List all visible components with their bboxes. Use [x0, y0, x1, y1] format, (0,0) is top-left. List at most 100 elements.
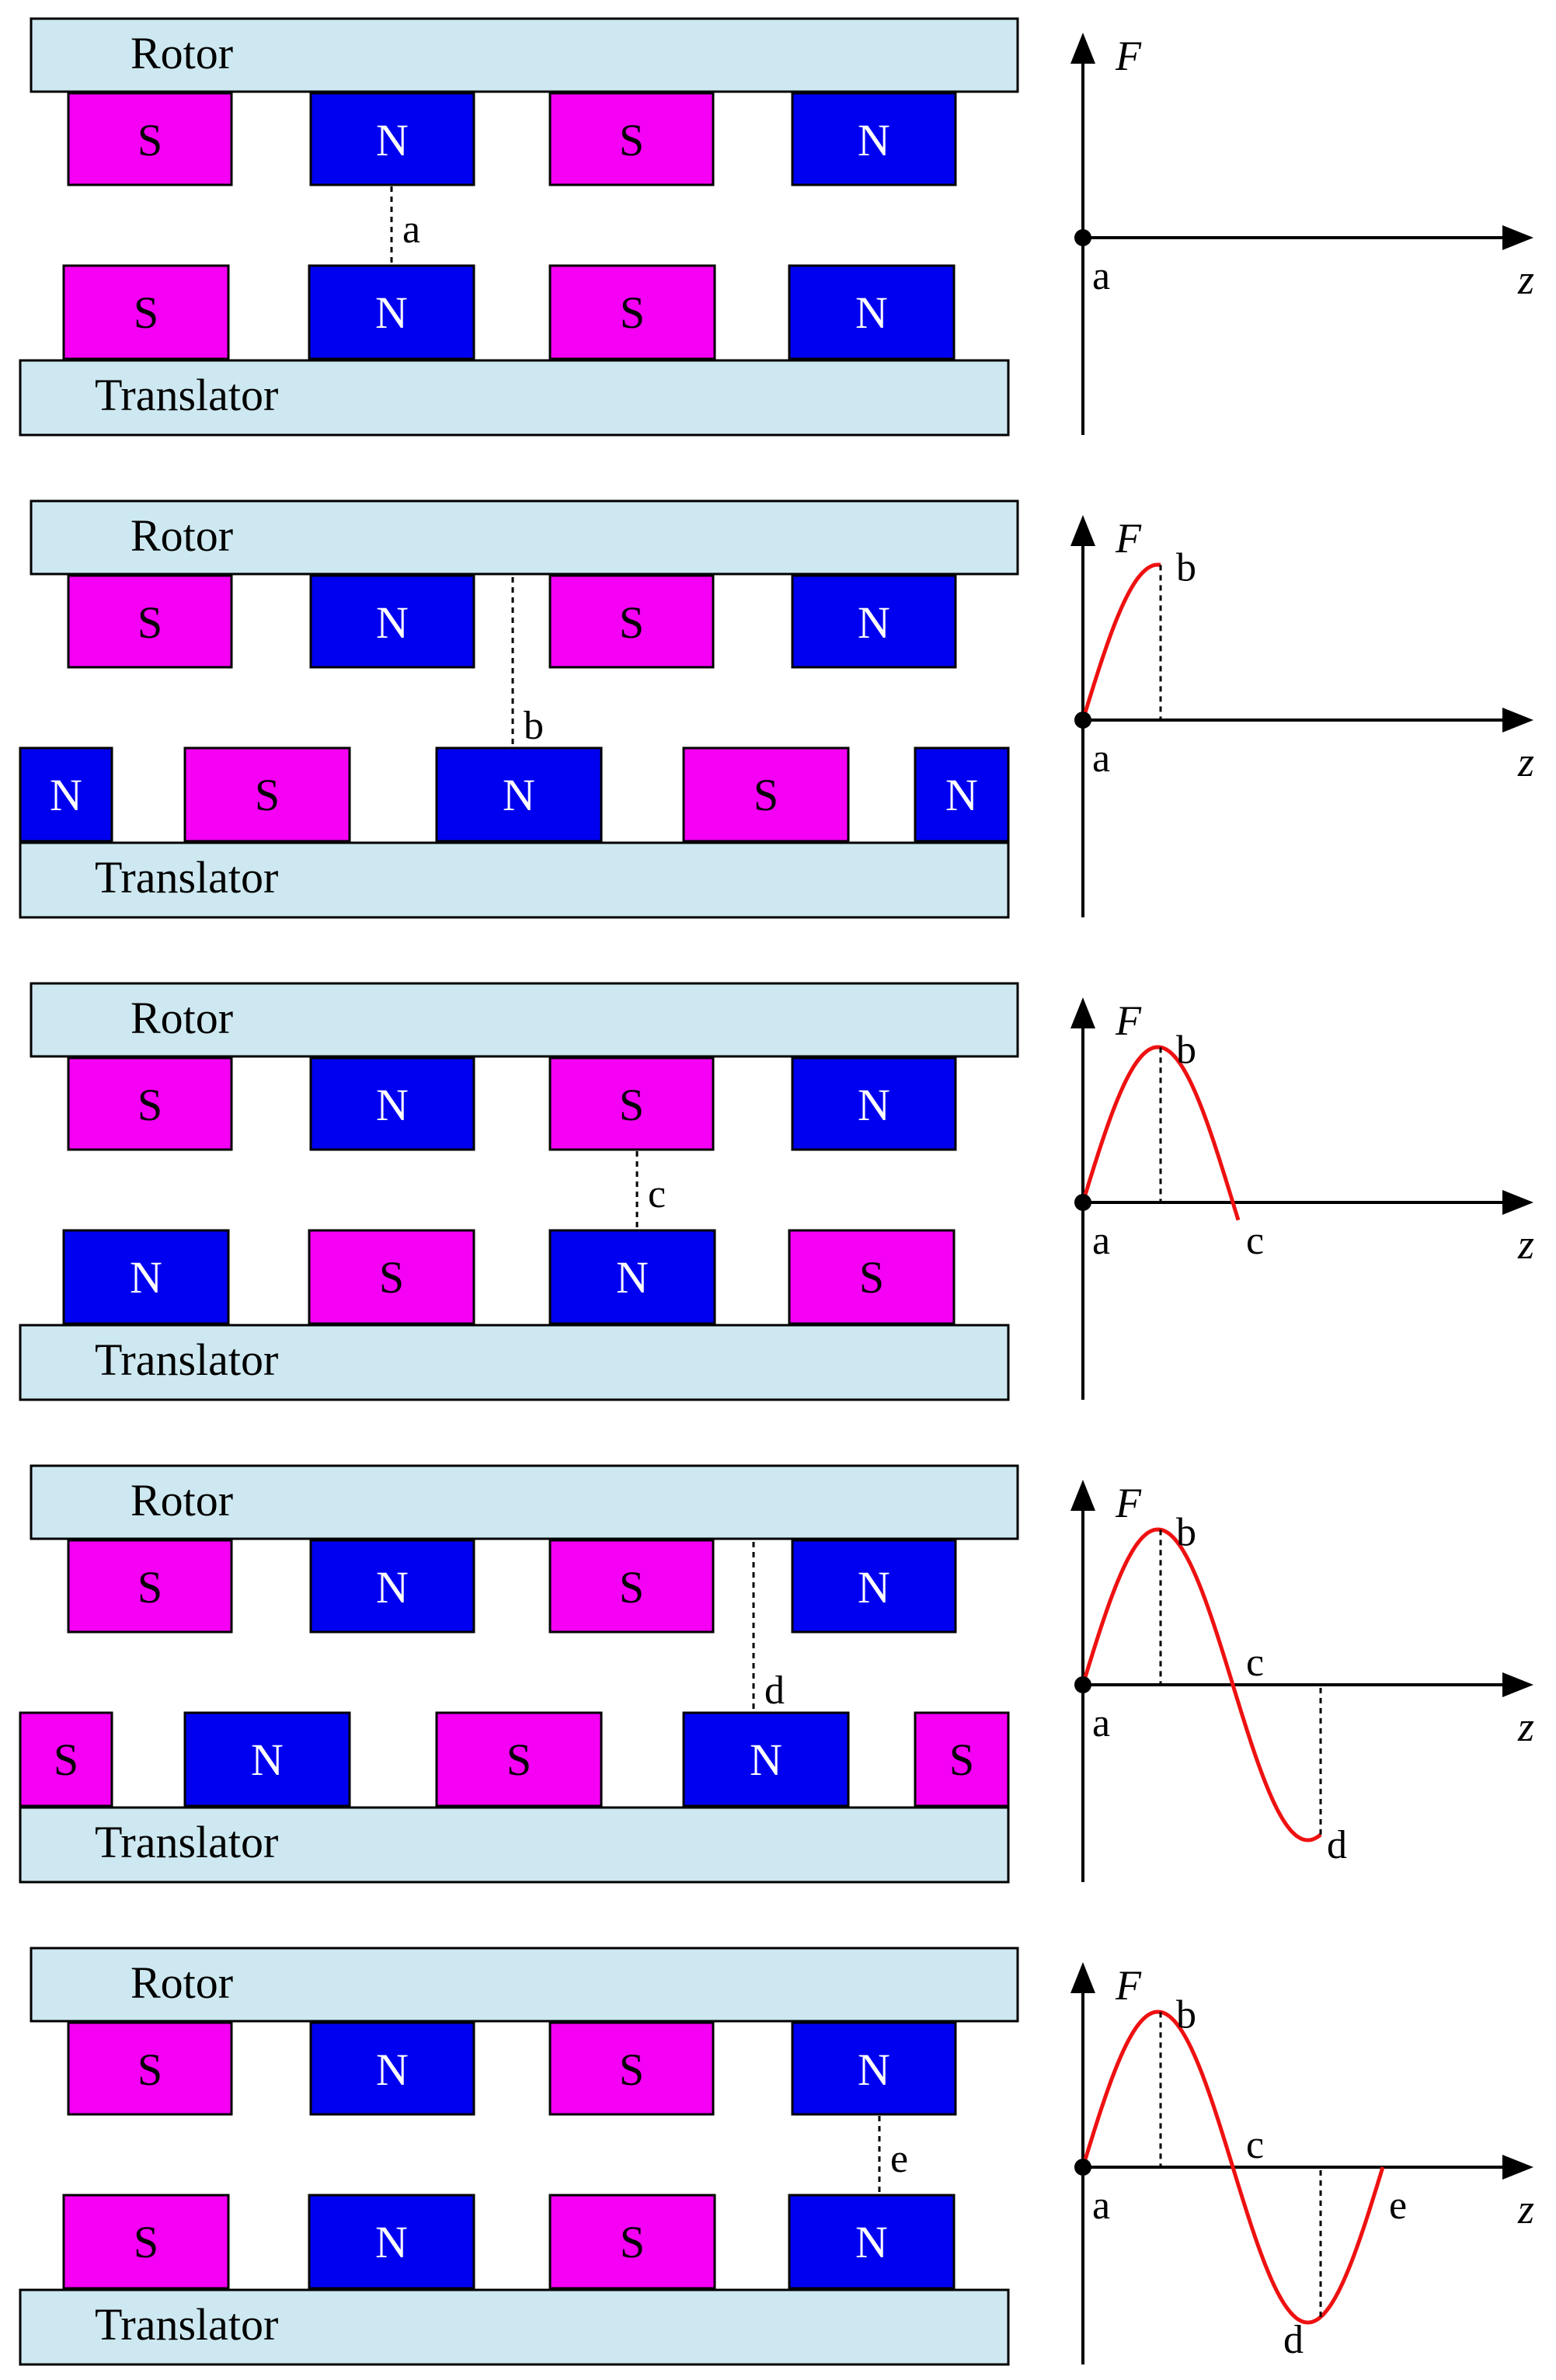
force-axis-arrow [1070, 33, 1095, 64]
point-label-b: b [1176, 545, 1196, 590]
translator-magnet-s [788, 1229, 956, 1325]
force-axis-label: F [1115, 997, 1142, 1044]
origin-point [1074, 229, 1091, 246]
rotor-pole-label: S [619, 1562, 644, 1613]
translator-magnet-n [914, 746, 1010, 843]
translator-label: Translator [95, 1334, 278, 1385]
position-axis-arrow [1502, 708, 1533, 732]
point-label-b: b [1176, 1992, 1196, 2037]
point-label-c: c [1246, 1641, 1264, 1685]
rotor-bar [30, 1464, 1019, 1540]
translator-pole-label: S [506, 1735, 531, 1785]
rotor-pole-label: N [858, 115, 890, 165]
rotor-bar [30, 982, 1019, 1058]
force-axis-label: F [1115, 1962, 1142, 2009]
rotor-magnet-s [548, 574, 715, 669]
origin-point [1074, 1676, 1091, 1693]
translator-magnet-n [788, 264, 956, 360]
translator-magnet-s [548, 264, 716, 360]
rotor-magnet-s [67, 1539, 233, 1634]
position-axis-arrow [1502, 2155, 1533, 2180]
translator-magnet-s [308, 1229, 475, 1325]
origin-point [1074, 1194, 1091, 1211]
force-axis-label: F [1115, 515, 1142, 562]
origin-point [1074, 712, 1091, 729]
translator-magnet-n [308, 264, 475, 360]
translator-pole-label: N [251, 1735, 284, 1785]
force-axis-arrow [1070, 515, 1095, 546]
position-axis-arrow [1502, 1672, 1533, 1697]
gap-marker-label: a [402, 207, 420, 252]
rotor-pole-label: N [376, 1080, 409, 1130]
force-curve [1081, 1527, 1322, 1842]
rotor-pole-label: S [619, 1080, 644, 1130]
rotor-pole-label: S [619, 597, 644, 648]
point-label-e: e [1389, 2183, 1407, 2228]
rotor-magnet-s [548, 1539, 715, 1634]
gap-marker-label: b [524, 704, 544, 748]
translator-magnet-s [183, 746, 351, 843]
translator-pole-label: N [503, 770, 535, 820]
rotor-pole-label: S [137, 1080, 162, 1130]
force-axis-arrow [1070, 1962, 1095, 1993]
rotor-pole-label: S [137, 1562, 162, 1613]
translator-bar [19, 2288, 1010, 2366]
point-label-c: c [1246, 1219, 1264, 1263]
rotor-pole-label: S [137, 597, 162, 648]
force-axis-label: F [1115, 1480, 1142, 1526]
rotor-magnet-n [309, 2021, 475, 2116]
position-axis-label: z [1517, 2186, 1534, 2232]
translator-pole-label: S [54, 1735, 78, 1785]
gap-marker-label: e [890, 2137, 908, 2181]
point-label-d: d [1283, 2318, 1304, 2362]
translator-label: Translator [95, 1817, 278, 1867]
force-curve [1081, 1045, 1241, 1221]
translator-label: Translator [95, 852, 278, 903]
force-axis-arrow [1070, 1480, 1095, 1511]
rotor-pole-label: N [858, 2044, 890, 2095]
rotor-pole-label: N [376, 597, 409, 648]
translator-pole-label: N [616, 1252, 649, 1303]
rotor-label: Rotor [131, 510, 233, 561]
translator-pole-label: S [255, 770, 280, 820]
translator-bar [19, 1806, 1010, 1884]
point-label-b: b [1176, 1510, 1196, 1554]
translator-pole-label: S [949, 1735, 974, 1785]
translator-bar [19, 1324, 1010, 1401]
translator-pole-label: N [855, 287, 888, 338]
point-label-a: a [1092, 254, 1110, 298]
translator-pole-label: N [375, 2217, 408, 2267]
rotor-pole-label: S [137, 2044, 162, 2095]
point-label-a: a [1092, 736, 1110, 781]
rotor-pole-label: N [376, 115, 409, 165]
translator-magnet-s [19, 1711, 113, 1808]
rotor-magnet-s [67, 1056, 233, 1151]
rotor-magnet-n [791, 92, 957, 186]
point-label-a: a [1092, 1219, 1110, 1263]
position-axis-arrow [1502, 225, 1533, 250]
translator-pole-label: N [750, 1735, 782, 1785]
translator-pole-label: S [754, 770, 778, 820]
rotor-pole-label: N [858, 597, 890, 648]
rotor-magnet-s [548, 2021, 715, 2116]
position-axis-arrow [1502, 1190, 1533, 1215]
point-label-c: c [1246, 2123, 1264, 2167]
rotor-magnet-n [309, 1056, 475, 1151]
rotor-magnet-n [309, 574, 475, 669]
rotor-pole-label: S [619, 115, 644, 165]
force-axis-arrow [1070, 997, 1095, 1028]
rotor-magnet-s [67, 92, 233, 186]
position-axis-label: z [1517, 1703, 1534, 1750]
translator-magnet-s [548, 2194, 716, 2290]
rotor-label: Rotor [131, 1475, 233, 1526]
rotor-magnet-n [791, 1539, 957, 1634]
rotor-magnet-s [67, 2021, 233, 2116]
translator-pole-label: N [375, 287, 408, 338]
position-axis-label: z [1517, 1221, 1534, 1268]
rotor-pole-label: S [137, 115, 162, 165]
translator-magnet-n [435, 746, 603, 843]
rotor-magnet-s [548, 1056, 715, 1151]
translator-label: Translator [95, 370, 278, 420]
